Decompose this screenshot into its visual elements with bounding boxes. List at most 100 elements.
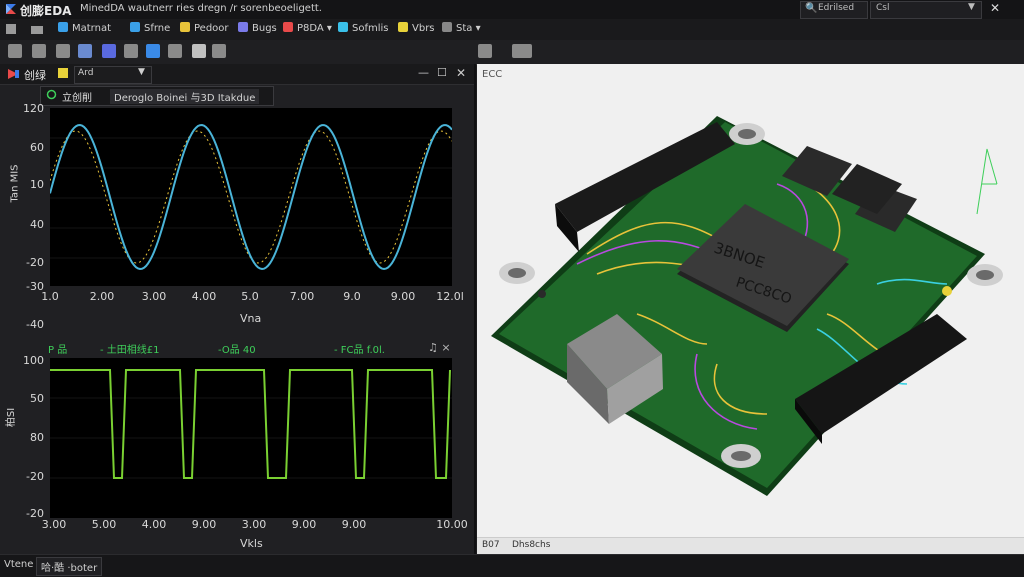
menu-item-icon: [58, 22, 68, 32]
sine-trace: [49, 123, 453, 271]
x-tick-label: 9.00: [191, 518, 217, 531]
tab-design-3d[interactable]: Deroglo Boinei 与3D Itakdue: [110, 89, 260, 104]
search-input[interactable]: [800, 1, 868, 19]
selector-dropdown[interactable]: [870, 1, 982, 19]
chevron-down-icon[interactable]: ▼: [138, 67, 145, 77]
menu-item-label: Pedoor: [194, 23, 229, 34]
x-tick-label: 9.00: [341, 518, 367, 531]
status-right[interactable]: 哈·酷 ·boter: [36, 557, 103, 576]
app-title: 创膨EDA: [20, 4, 72, 18]
search-icon[interactable]: 🔍: [805, 3, 818, 14]
tab-simulation[interactable]: 立创削: [62, 93, 92, 104]
view-status-bar: [477, 537, 1024, 555]
menu-item-6[interactable]: Vbrs: [398, 22, 435, 34]
grid-icon[interactable]: [56, 44, 70, 58]
menu-item-icon: [338, 22, 348, 32]
panel-logo-icon: [8, 69, 19, 79]
square-waveform: [50, 369, 452, 479]
pcb-3d-model[interactable]: 3BNOE PCC8CO: [477, 64, 1024, 538]
menu-item-label: Sta ▾: [456, 23, 481, 34]
maximize-button[interactable]: ☐: [437, 66, 447, 79]
sine-waveform: [49, 123, 453, 271]
y-tick-label: 100: [23, 354, 44, 367]
refresh-icon[interactable]: [46, 89, 57, 100]
menu-item-icon: [130, 22, 140, 32]
legend-entry: - FC品 f.0l.: [334, 345, 385, 356]
y-tick-label: -20: [26, 470, 44, 483]
menu-item-icon: [442, 22, 452, 32]
x-tick-label: 4.00: [141, 518, 167, 531]
menu-item-0[interactable]: Matrnat: [58, 22, 111, 34]
folder-icon[interactable]: [30, 22, 44, 36]
x-tick-label: 1.0: [41, 290, 59, 303]
minimize-button[interactable]: —: [418, 66, 429, 79]
menu-item-4[interactable]: P8DA ▾: [283, 22, 332, 34]
file-icon[interactable]: [4, 22, 18, 36]
pin-icon[interactable]: [192, 44, 206, 58]
wire-icon[interactable]: [78, 44, 92, 58]
bottom-x-label: Vkls: [240, 537, 263, 550]
x-tick-label: 4.00: [191, 290, 217, 303]
menu-item-2[interactable]: Pedoor: [180, 22, 229, 34]
legend-close-button[interactable]: ♫ ×: [428, 341, 451, 354]
status-left: Vtene: [4, 559, 34, 570]
menu-item-3[interactable]: Bugs: [238, 22, 277, 34]
panel-header: [0, 64, 474, 85]
y-tick-label: -30: [26, 280, 44, 293]
chevron-down-icon[interactable]: ▼: [968, 2, 975, 12]
frame-icon[interactable]: [124, 44, 138, 58]
reference-trace: [49, 130, 453, 264]
menu-item-icon: [398, 22, 408, 32]
view-status-left: B07: [482, 540, 500, 550]
x-tick-label: 3.00: [41, 518, 67, 531]
y-tick-label: 50: [30, 392, 44, 405]
x-tick-label: 9.0: [343, 290, 361, 303]
top-x-label: Vna: [240, 312, 262, 325]
y-tick-label: 120: [23, 102, 44, 115]
arrow-icon[interactable]: [168, 44, 182, 58]
legend-entry: - 土田相线£1: [100, 345, 160, 356]
y-tick-label: -40: [26, 318, 44, 331]
menu-item-label: Matrnat: [72, 23, 111, 34]
x-tick-label: 10.00: [436, 518, 468, 531]
panel-dropdown-value: Ard: [78, 68, 94, 78]
x-tick-label: 2.00: [89, 290, 115, 303]
menu-item-label: Sofmlis: [352, 23, 389, 34]
view-tool-icon[interactable]: [478, 44, 492, 58]
menu-item-icon: [238, 22, 248, 32]
menu-item-1[interactable]: Sfrne: [130, 22, 170, 34]
layer-dropdown-icon[interactable]: [512, 44, 532, 58]
menu-item-label: P8DA ▾: [297, 23, 332, 34]
waveform-plot-bottom[interactable]: [50, 358, 452, 518]
y-tick-label: -20: [26, 256, 44, 269]
menu-item-icon: [283, 22, 293, 32]
menu-item-label: Sfrne: [144, 23, 171, 34]
panel-dropdown[interactable]: [74, 66, 152, 84]
legend-entry: P 品: [48, 345, 68, 356]
bottom-y-label: 柏SI: [6, 407, 18, 428]
close-button[interactable]: ✕: [456, 66, 467, 80]
y-tick-label: 80: [30, 431, 44, 444]
pcb-3d-view[interactable]: 3BNOE PCC8CO: [477, 64, 1024, 554]
x-tick-label: 3.00: [241, 518, 267, 531]
zoom-icon[interactable]: [212, 44, 226, 58]
x-tick-label: 9.00: [390, 290, 416, 303]
waveform-plot-top[interactable]: [49, 108, 453, 286]
star-icon[interactable]: [146, 44, 160, 58]
x-tick-label: 5.0: [241, 290, 259, 303]
menu-item-7[interactable]: Sta ▾: [442, 22, 481, 34]
search-text: Edrilsed: [818, 3, 855, 13]
menu-item-5[interactable]: Sofmlis: [338, 22, 389, 34]
document-title: MinedDA wautnerr ries dregn /r sorenbeoe…: [80, 3, 322, 14]
open-icon[interactable]: [32, 44, 46, 58]
save-icon[interactable]: [8, 44, 22, 58]
y-tick-label: 40: [30, 218, 44, 231]
view-label: ECC: [482, 69, 503, 80]
app-logo-icon: [6, 4, 16, 14]
select-icon[interactable]: [102, 44, 116, 58]
selector-value: Csl: [876, 3, 890, 13]
x-tick-label: 7.00: [289, 290, 315, 303]
window-close-button[interactable]: ✕: [990, 1, 1001, 15]
x-tick-label: 9.00: [291, 518, 317, 531]
panel-title: 创绿: [24, 69, 46, 82]
